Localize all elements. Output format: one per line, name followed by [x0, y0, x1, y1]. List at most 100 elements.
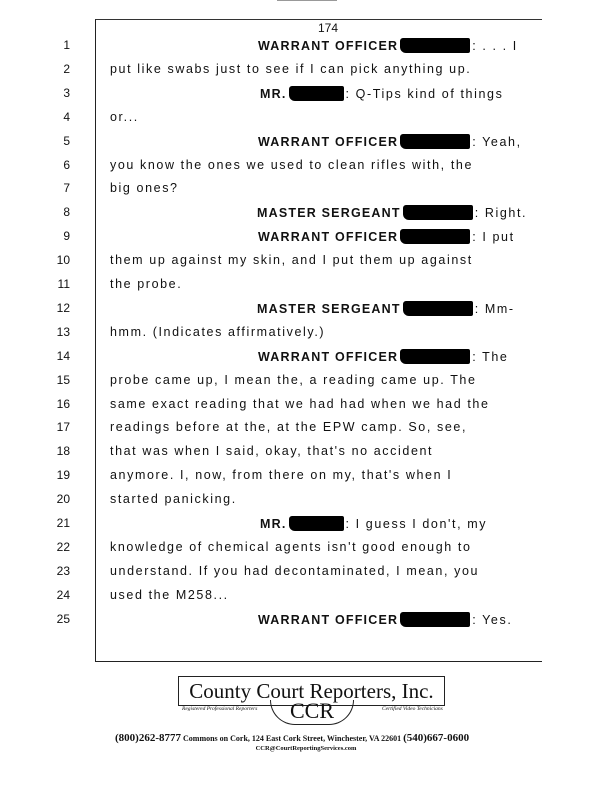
transcript-line: 25 WARRANT OFFICER: Yes. — [0, 611, 560, 634]
phone-right: (540)667-0600 — [403, 732, 470, 744]
line-text: WARRANT OFFICER: I put — [258, 229, 515, 245]
line-number: 13 — [56, 324, 70, 339]
redaction-box — [288, 85, 344, 101]
speaker-label: MR. — [260, 517, 287, 531]
line-text: hmm. (Indicates affirmatively.) — [110, 324, 326, 339]
address: Commons on Cork, 124 East Cork Street, W… — [183, 734, 402, 743]
line-number: 17 — [56, 420, 70, 435]
line-text: them up against my skin, and I put them … — [110, 253, 473, 268]
line-number: 20 — [56, 492, 70, 507]
transcript-line: 20 started panicking. — [0, 492, 560, 514]
transcript-line: 22 knowledge of chemical agents isn't goo… — [0, 540, 560, 562]
line-text: the probe. — [110, 277, 183, 291]
redaction-box — [400, 348, 471, 364]
redaction-box — [400, 611, 471, 627]
right-tagline: Certified Video Technicians — [382, 706, 443, 712]
speaker-label: WARRANT OFFICER — [258, 39, 399, 53]
transcript-line: 15 probe came up, I mean the, a reading c… — [0, 373, 560, 395]
line-text: WARRANT OFFICER : . . . I — [258, 38, 518, 53]
speaker-label: MASTER SERGEANT — [257, 301, 401, 316]
speech-text: : . . . I — [472, 39, 518, 53]
page-number: 174 — [318, 21, 339, 35]
speech-text: : The — [472, 349, 509, 364]
logo-initials: CCR — [270, 700, 354, 725]
transcript-line: 4 or... — [0, 110, 560, 132]
page-frame — [95, 19, 542, 662]
line-number: 19 — [56, 468, 70, 483]
line-number: 24 — [56, 587, 70, 602]
line-number: 14 — [56, 348, 70, 363]
transcript-line: 17 readings before at the, at the EPW cam… — [0, 420, 560, 442]
phone-left: (800)262-8777 — [115, 732, 181, 744]
company-logo: County Court Reporters, Inc. — [178, 676, 445, 706]
line-number: 16 — [56, 396, 70, 411]
transcript-line: 6 you know the ones we used to clean rifl… — [0, 158, 560, 180]
transcript-line: 11 the probe. — [0, 277, 560, 299]
speech-text: : I guess I don't, my — [345, 517, 488, 531]
left-tagline: Registered Professional Reporters — [182, 706, 258, 712]
line-text: started panicking. — [110, 492, 237, 507]
transcript-line: 13 hmm. (Indicates affirmatively.) — [0, 325, 560, 347]
speech-text: : Q-Tips kind of things — [345, 86, 504, 101]
line-text: you know the ones we used to clean rifle… — [110, 157, 474, 172]
line-text: big ones? — [110, 181, 179, 196]
transcript-line: 9 WARRANT OFFICER: I put — [0, 229, 560, 251]
line-text: MASTER SERGEANT : Mm- — [257, 300, 515, 316]
line-number: 9 — [63, 229, 70, 244]
line-text: knowledge of chemical agents isn't good … — [110, 539, 472, 554]
line-text: MASTER SERGEANT: Right. — [257, 205, 527, 221]
speaker-label: MR. — [260, 86, 287, 101]
line-number: 25 — [56, 611, 70, 626]
transcript-line: 10 them up against my skin, and I put the… — [0, 253, 560, 275]
redaction-box — [400, 133, 471, 149]
transcript-line: 16 same exact reading that we had had whe… — [0, 397, 560, 419]
transcript-line: 14 WARRANT OFFICER : The — [0, 348, 560, 371]
line-number: 4 — [63, 109, 70, 124]
transcript-line: 3 MR. : Q-Tips kind of things — [0, 85, 560, 108]
line-text: put like swabs just to see if I can pick… — [110, 61, 472, 76]
redaction-box — [402, 205, 473, 221]
line-number: 21 — [56, 516, 70, 530]
speaker-label: WARRANT OFFICER — [258, 134, 399, 149]
redaction-box — [288, 516, 344, 531]
line-number: 6 — [63, 157, 70, 172]
transcript-line: 7 big ones? — [0, 181, 560, 203]
line-number: 2 — [63, 61, 70, 76]
line-text: probe came up, I mean the, a reading cam… — [110, 372, 477, 387]
speech-text: : Mm- — [474, 301, 515, 316]
line-number: 11 — [57, 277, 70, 291]
line-text: used the M258... — [110, 587, 229, 602]
line-text: understand. If you had decontaminated, I… — [110, 563, 480, 578]
redaction-box — [400, 229, 471, 245]
line-text: readings before at the, at the EPW camp.… — [110, 420, 468, 435]
transcript-line: 2 put like swabs just to see if I can pic… — [0, 62, 560, 84]
speech-text: : I put — [472, 230, 515, 245]
speaker-label: MASTER SERGEANT — [257, 206, 401, 221]
speech-text: : Yes. — [472, 612, 513, 627]
line-text: WARRANT OFFICER : The — [258, 348, 509, 364]
scan-mark — [277, 0, 337, 1]
transcript-line: 24 used the M258... — [0, 588, 560, 610]
line-number: 15 — [56, 372, 70, 387]
line-number: 3 — [63, 85, 70, 100]
line-text: same exact reading that we had had when … — [110, 396, 490, 411]
line-number: 22 — [56, 539, 70, 554]
line-number: 10 — [56, 253, 70, 268]
speaker-label: WARRANT OFFICER — [258, 349, 399, 364]
line-number: 1 — [63, 38, 70, 52]
transcript-line: 23 understand. If you had decontaminated,… — [0, 564, 560, 586]
line-number: 23 — [56, 563, 70, 578]
redaction-box — [402, 300, 473, 316]
line-text: WARRANT OFFICER: Yeah, — [258, 133, 522, 149]
line-number: 7 — [63, 181, 70, 196]
line-text: MR. : I guess I don't, my — [260, 516, 487, 531]
line-text: WARRANT OFFICER: Yes. — [258, 611, 513, 627]
line-text: that was when I said, okay, that's no ac… — [110, 444, 434, 459]
line-text: or... — [110, 109, 139, 124]
